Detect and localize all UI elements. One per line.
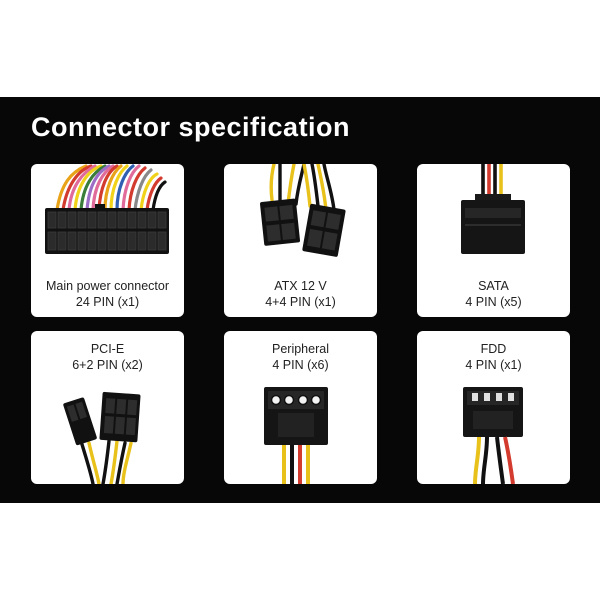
card-peripheral: Peripheral 4 PIN (x6) — [224, 331, 377, 484]
card-caption: ATX 12 V 4+4 PIN (x1) — [224, 278, 377, 310]
connector-pins: 4 PIN (x6) — [272, 358, 329, 372]
connector-name: PCI-E — [90, 342, 125, 356]
connector-pins: 24 PIN (x1) — [75, 295, 140, 309]
card-fdd: FDD 4 PIN (x1) — [417, 331, 570, 484]
card-main-power: Main power connector 24 PIN (x1) — [31, 164, 184, 317]
connector-pins: 4+4 PIN (x1) — [265, 295, 336, 309]
atx12v-4plus4-connector-icon — [260, 164, 346, 257]
connector-name: SATA — [478, 279, 509, 293]
connector-name: FDD — [480, 342, 507, 356]
connector-pins: 4 PIN (x1) — [465, 358, 522, 372]
atx-24pin-connector-icon — [45, 164, 169, 254]
connector-pins: 6+2 PIN (x2) — [72, 358, 143, 372]
card-caption: FDD 4 PIN (x1) — [417, 341, 570, 373]
fdd-connector-icon — [463, 387, 523, 484]
card-caption: SATA 4 PIN (x5) — [417, 278, 570, 310]
card-pci-e: PCI-E 6+2 PIN (x2) — [31, 331, 184, 484]
connector-name: Main power connector — [46, 279, 169, 293]
pcie-6plus2-connector-icon — [63, 391, 141, 484]
connector-pins: 4 PIN (x5) — [465, 295, 522, 309]
card-caption: Main power connector 24 PIN (x1) — [31, 278, 184, 310]
card-caption: PCI-E 6+2 PIN (x2) — [31, 341, 184, 373]
connector-name: Peripheral — [272, 342, 329, 356]
molex-peripheral-connector-icon — [264, 387, 328, 484]
card-sata: SATA 4 PIN (x5) — [417, 164, 570, 317]
sata-connector-icon — [461, 164, 525, 254]
card-caption: Peripheral 4 PIN (x6) — [224, 341, 377, 373]
page-title: Connector specification — [31, 112, 351, 142]
connector-name: ATX 12 V — [274, 279, 327, 293]
card-atx-12v: ATX 12 V 4+4 PIN (x1) — [224, 164, 377, 317]
